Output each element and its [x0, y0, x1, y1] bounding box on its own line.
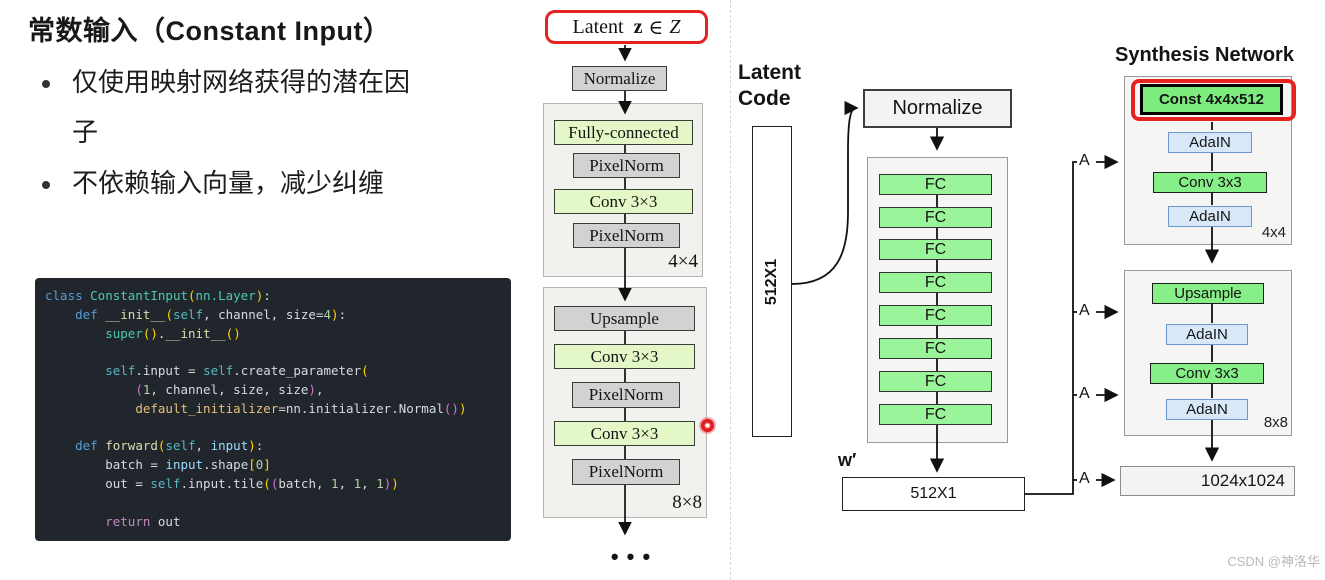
fc-box: FC: [879, 338, 992, 359]
resolution-label-4x4: 4x4: [1261, 224, 1286, 241]
fc-box: FC: [879, 404, 992, 425]
slide-title: 常数输入（Constant Input）: [28, 16, 391, 46]
style-a-label: A: [1079, 302, 1090, 319]
fully-connected-box: Fully-connected: [554, 120, 693, 145]
conv3x3-box: Conv 3x3: [1150, 363, 1264, 384]
fc-box: FC: [879, 272, 992, 293]
code-line: [45, 494, 505, 513]
code-line: [45, 419, 505, 438]
fc-box: FC: [879, 207, 992, 228]
style-a-label: A: [1079, 152, 1090, 169]
adain-box: AdaIN: [1166, 324, 1248, 345]
normalize-box: Normalize: [863, 89, 1012, 128]
pixelnorm-box: PixelNorm: [573, 153, 680, 178]
pixelnorm-box: PixelNorm: [572, 459, 680, 485]
output-resolution-box: 1024x1024: [1120, 466, 1295, 496]
conv3x3-box: Conv 3×3: [554, 344, 695, 369]
bullet-dot: [42, 80, 50, 88]
style-a-label: A: [1079, 470, 1090, 487]
bullet-2-line-1: 不依赖输入向量，减少纠缠: [72, 168, 385, 198]
pixelnorm-box: PixelNorm: [572, 382, 680, 408]
conv3x3-box: Conv 3x3: [1153, 172, 1267, 193]
resolution-label-4x4: 4×4: [668, 251, 698, 272]
code-line: [45, 343, 505, 362]
continuation-ellipsis: • • •: [610, 544, 652, 569]
synthesis-network-title: Synthesis Network: [1115, 44, 1294, 66]
latent-vector-dims: 512X1: [763, 258, 781, 305]
code-line: self.input = self.create_parameter(: [105, 363, 369, 379]
code-line: out = self.input.tile((batch, 1, 1, 1)): [105, 475, 399, 491]
resolution-label-8x8: 8×8: [672, 492, 702, 513]
watermark: CSDN @神洛华: [1227, 554, 1320, 569]
bullet-1-line-1: 仅使用映射网络获得的潜在因: [72, 67, 411, 97]
latent-vector-box: 512X1: [752, 126, 792, 437]
section-divider: [730, 0, 731, 580]
pixelnorm-box: PixelNorm: [573, 223, 680, 248]
conv3x3-box: Conv 3×3: [554, 421, 695, 446]
code-line: def forward(self, input):: [75, 438, 264, 454]
code-text: class ConstantInput(nn.Layer): def __ini…: [45, 287, 505, 531]
mapping-network-container: [867, 157, 1008, 443]
upsample-box: Upsample: [554, 306, 695, 331]
const-input-highlight: [1131, 79, 1296, 121]
latent-space-symbol: Z: [669, 15, 681, 38]
fc-box: FC: [879, 174, 992, 195]
code-line: return out: [105, 513, 181, 529]
adain-box: AdaIN: [1168, 206, 1252, 227]
element-of-symbol: ∈: [648, 16, 664, 39]
latent-z-highlight-box: Latent z ∈ Z: [545, 10, 708, 44]
conv3x3-box: Conv 3×3: [554, 189, 693, 214]
adain-box: AdaIN: [1166, 399, 1248, 420]
code-line: super().__init__(): [105, 325, 241, 341]
code-line: class ConstantInput(nn.Layer):: [45, 288, 271, 303]
code-line: batch = input.shape[0]: [105, 457, 271, 473]
latent-code-label: Latent Code: [738, 61, 801, 110]
w-latent-label: w′: [838, 450, 857, 470]
const-input-box: Const 4x4x512: [1140, 84, 1283, 115]
fc-box: FC: [879, 305, 992, 326]
w-vector-box: 512X1: [842, 477, 1025, 511]
adain-box: AdaIN: [1168, 132, 1252, 153]
latent-z-symbol: z: [633, 15, 643, 38]
style-a-label: A: [1079, 385, 1090, 402]
upsample-box: Upsample: [1152, 283, 1264, 304]
bullet-1-line-2: 子: [72, 117, 99, 147]
fc-box: FC: [879, 371, 992, 392]
bullet-dot: [42, 181, 50, 189]
code-line: def __init__(self, channel, size=4):: [75, 306, 347, 322]
code-block: class ConstantInput(nn.Layer): def __ini…: [35, 278, 511, 541]
resolution-label-8x8: 8x8: [1263, 414, 1288, 431]
normalize-box: Normalize: [572, 66, 667, 91]
code-line: default_initializer=nn.initializer.Norma…: [135, 400, 467, 416]
fc-box: FC: [879, 239, 992, 260]
code-line: (1, channel, size, size),: [135, 381, 324, 397]
latent-label: Latent: [572, 15, 624, 38]
laser-pointer-dot: [699, 417, 716, 434]
